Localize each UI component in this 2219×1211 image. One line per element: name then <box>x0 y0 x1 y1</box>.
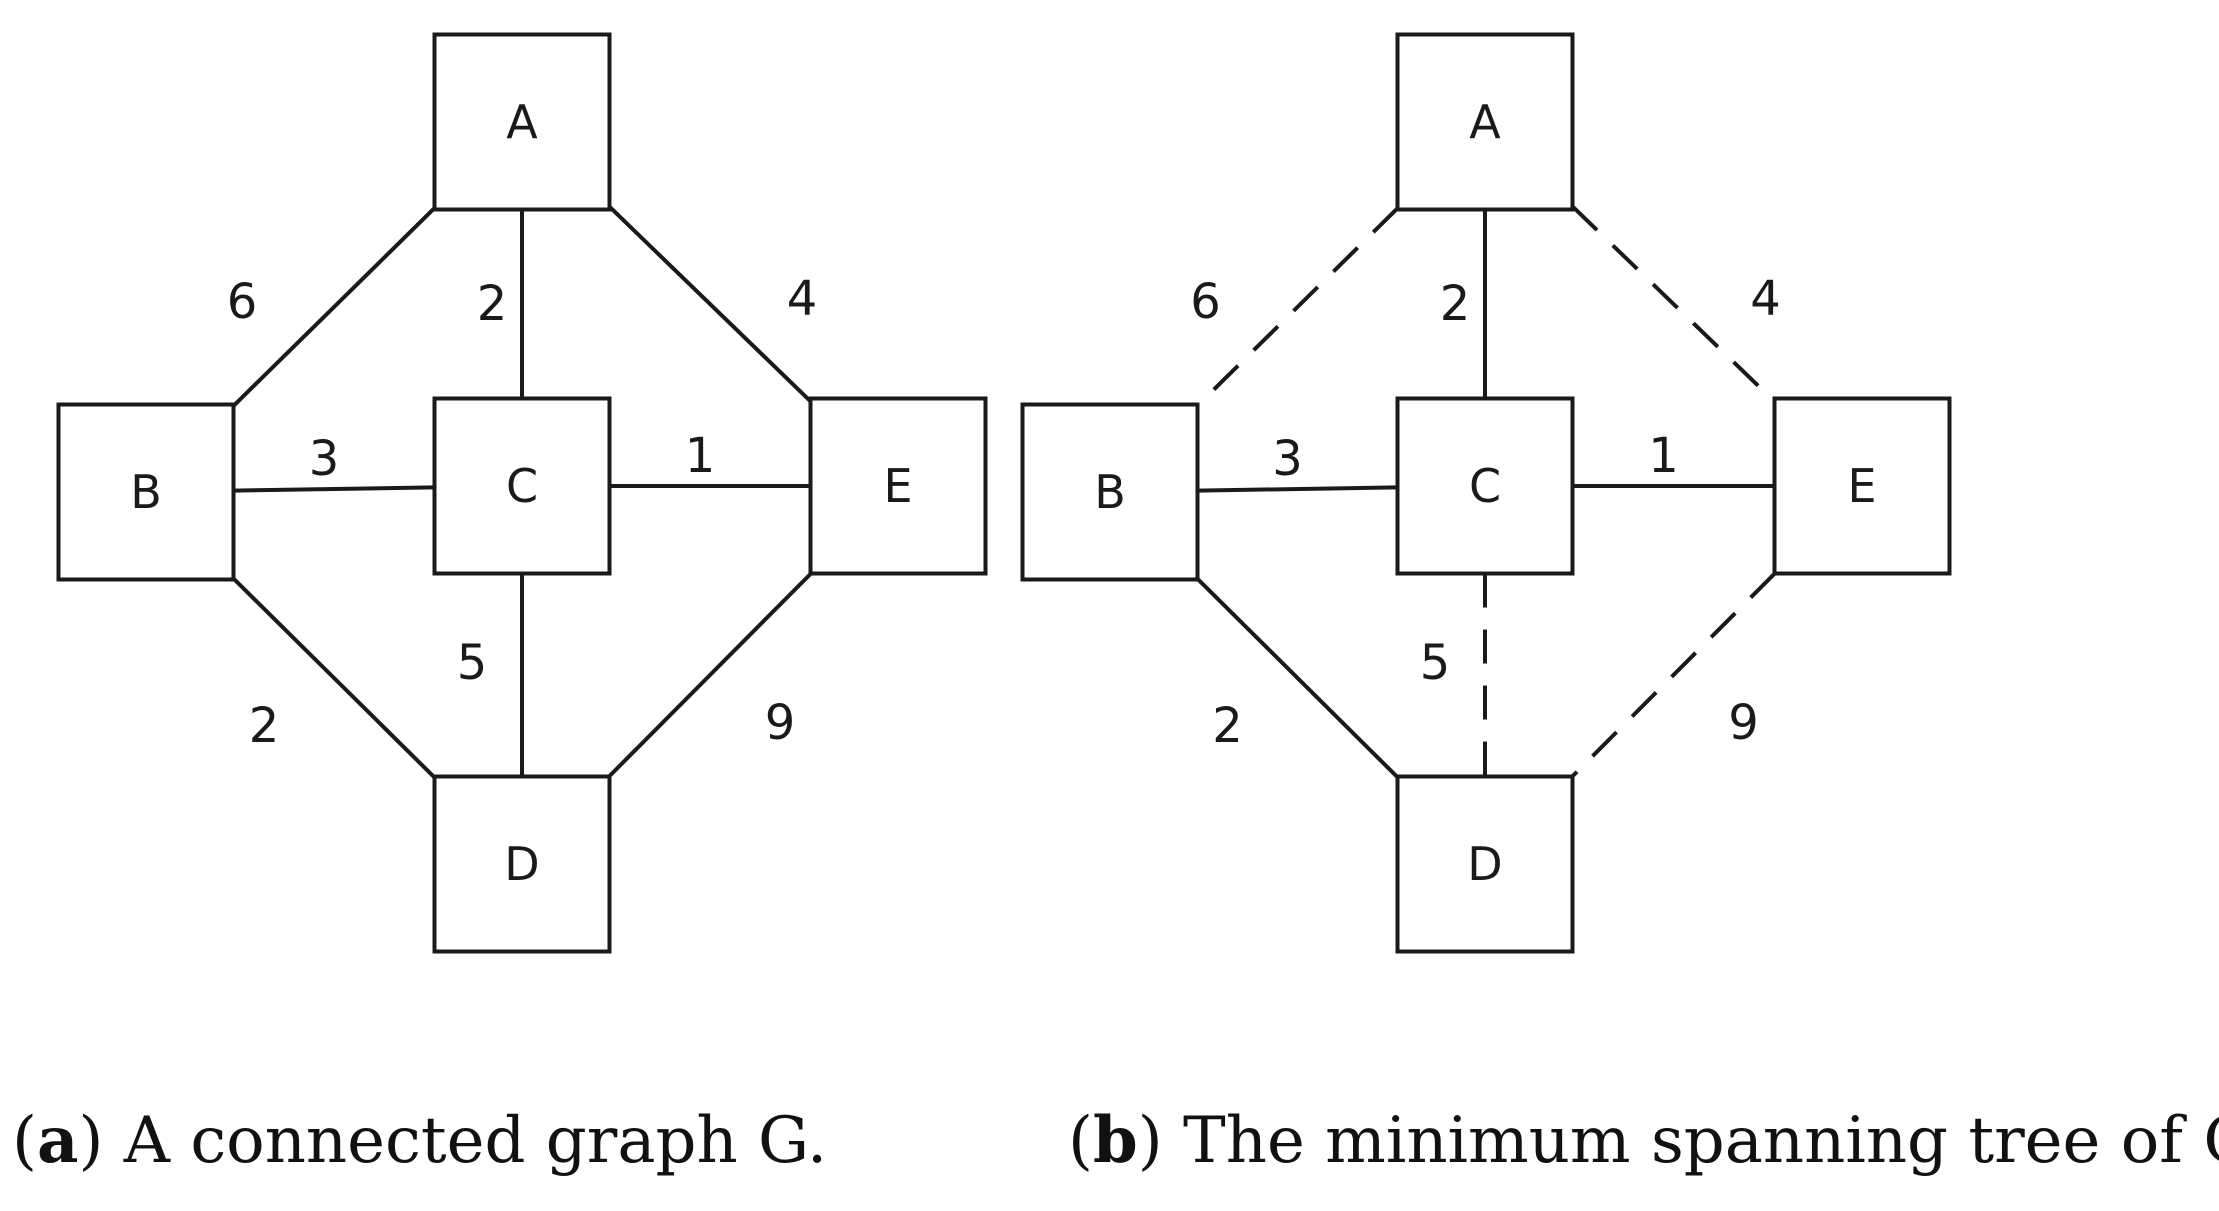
edge-b-d-solid <box>1196 577 1399 779</box>
caption-a-letter: a <box>37 1103 78 1178</box>
edge-b-c-solid <box>1197 485 1398 493</box>
edge-a-b-dashed <box>1196 206 1399 408</box>
node-b-box <box>56 402 236 582</box>
node-d-box <box>432 774 612 954</box>
caption-a: (a) A connected graph G. <box>12 1103 827 1178</box>
edge-b-d-solid <box>232 577 436 779</box>
node-e-box <box>808 396 988 576</box>
edge-weight-a-b: 6 <box>227 274 258 330</box>
edge-b-c-solid <box>233 485 435 493</box>
node-e-label: E <box>1847 459 1876 513</box>
node-c-label: C <box>506 459 538 513</box>
node-b-box <box>1020 402 1200 582</box>
edge-weight-a-e: 4 <box>787 271 818 327</box>
node-a-box <box>432 32 612 212</box>
edge-weight-a-e: 4 <box>1750 271 1781 327</box>
node-c-label: C <box>1469 459 1501 513</box>
edge-weight-a-c: 2 <box>477 276 508 332</box>
edge-weight-e-d: 9 <box>765 695 796 751</box>
node-b-label: B <box>1094 465 1126 519</box>
node-c-box <box>1395 396 1575 576</box>
edge-e-d-solid <box>607 572 813 778</box>
edge-weight-b-d: 2 <box>249 698 280 754</box>
caption-b: (b) The minimum spanning tree of G. <box>1068 1103 2219 1178</box>
node-e-label: E <box>883 459 912 513</box>
edge-e-d-dashed <box>1570 572 1777 778</box>
panel-b-minimum-spanning-tree: 6 2 4 3 1 5 2 9 A B C D E <box>1020 32 1952 954</box>
edge-weight-c-e: 1 <box>685 428 716 484</box>
edge-a-b-solid <box>232 206 436 408</box>
node-a-label: A <box>506 95 538 149</box>
edge-weight-b-c: 3 <box>309 431 340 487</box>
edge-weight-b-d: 2 <box>1212 698 1243 754</box>
edge-weight-a-b: 6 <box>1190 274 1221 330</box>
node-a-box <box>1395 32 1575 212</box>
node-b-label: B <box>130 465 162 519</box>
edge-a-e-solid <box>608 205 812 403</box>
node-e-box <box>1772 396 1952 576</box>
edge-weight-c-e: 1 <box>1648 428 1679 484</box>
edge-weight-c-d: 5 <box>1420 635 1451 691</box>
edge-weight-a-c: 2 <box>1440 276 1471 332</box>
edge-weight-c-d: 5 <box>457 635 488 691</box>
caption-a-text: A connected graph G. <box>103 1104 827 1178</box>
node-d-label: D <box>504 837 539 891</box>
caption-b-text: The minimum spanning tree of G. <box>1163 1104 2219 1178</box>
node-a-label: A <box>1469 95 1501 149</box>
node-d-box <box>1395 774 1575 954</box>
edge-a-e-dashed <box>1571 205 1776 403</box>
panel-a-connected-graph: 6 2 4 3 1 5 2 9 A B C D E <box>56 32 988 954</box>
caption-b-letter: b <box>1093 1103 1138 1178</box>
edge-weight-b-c: 3 <box>1272 431 1303 487</box>
node-c-box <box>432 396 612 576</box>
edge-weight-e-d: 9 <box>1728 695 1759 751</box>
node-d-label: D <box>1467 837 1502 891</box>
